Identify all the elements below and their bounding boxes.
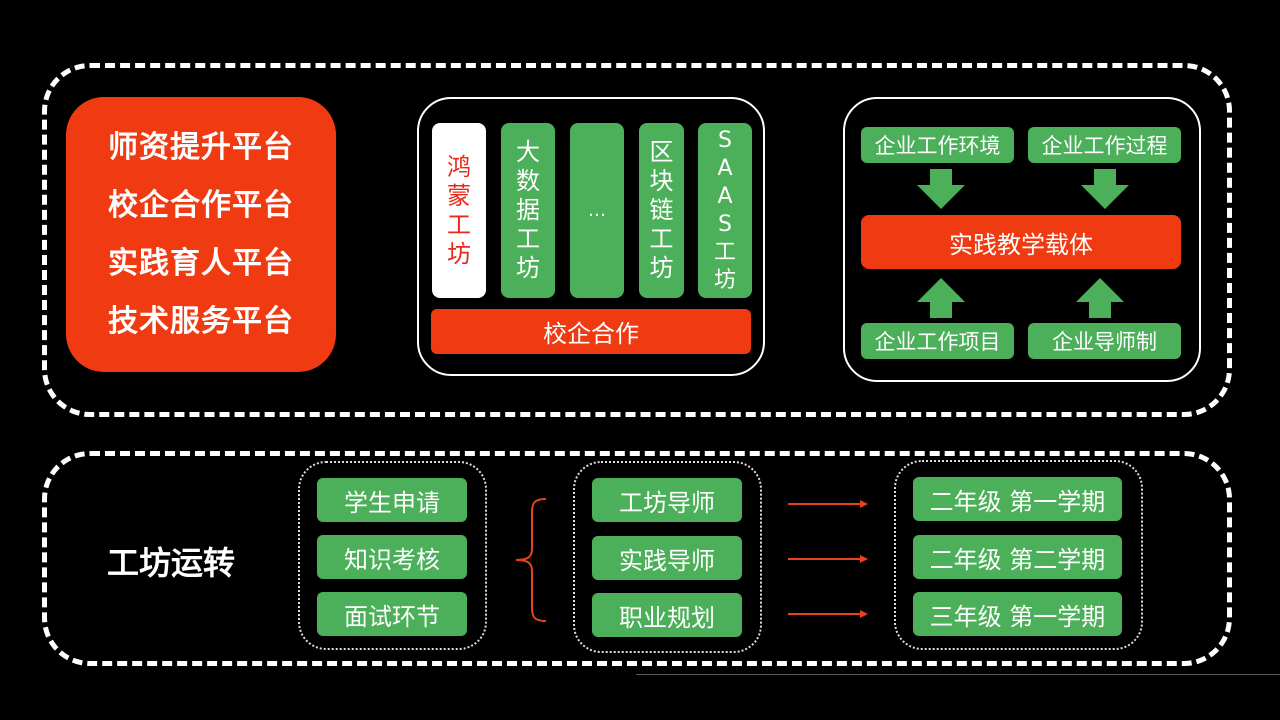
step-interview: 面试环节	[317, 592, 467, 636]
arrow-right-icon	[788, 500, 868, 508]
terms-frame	[894, 460, 1143, 650]
platform-1: 师资提升平台	[108, 129, 294, 165]
arrow-up-icon	[1076, 278, 1124, 318]
enterprise-environment: 企业工作环境	[861, 127, 1014, 163]
arrow-down-icon	[917, 169, 965, 209]
enterprise-process: 企业工作过程	[1028, 127, 1181, 163]
steps-frame	[298, 461, 487, 650]
step-exam: 知识考核	[317, 535, 467, 579]
brace-icon	[515, 498, 547, 622]
platform-4: 技术服务平台	[108, 303, 294, 339]
mentor-workshop: 工坊导师	[592, 478, 742, 522]
top-frame	[42, 63, 1232, 417]
step-apply: 学生申请	[317, 478, 467, 522]
arrow-up-icon	[917, 278, 965, 318]
mentor-practice: 实践导师	[592, 536, 742, 580]
teaching-carrier: 实践教学载体	[861, 215, 1181, 269]
school-enterprise-bar: 校企合作	[431, 309, 751, 354]
mentors-frame	[573, 461, 762, 653]
workshop-ellipsis: …	[570, 123, 624, 298]
carrier-frame	[843, 97, 1201, 382]
platform-2: 校企合作平台	[108, 187, 294, 223]
term-2: 二年级 第二学期	[913, 535, 1122, 579]
arrow-right-icon	[788, 610, 868, 618]
mentor-career: 职业规划	[592, 593, 742, 637]
workshops-frame	[417, 97, 765, 376]
arrow-down-icon	[1081, 169, 1129, 209]
platform-3: 实践育人平台	[108, 245, 294, 281]
workshop-hongmeng: 鸿蒙工坊	[432, 123, 486, 298]
operation-title: 工坊运转	[107, 544, 236, 582]
platforms-block: 师资提升平台 校企合作平台 实践育人平台 技术服务平台	[66, 97, 336, 372]
enterprise-mentor: 企业导师制	[1028, 323, 1181, 359]
bottom-frame	[42, 451, 1232, 666]
enterprise-project: 企业工作项目	[861, 323, 1014, 359]
term-1: 二年级 第一学期	[913, 477, 1122, 521]
arrow-right-icon	[788, 555, 868, 563]
workshop-bigdata: 大数据工坊	[501, 123, 555, 298]
workshop-blockchain: 区块链工坊	[639, 123, 684, 298]
footer-divider	[636, 674, 1280, 675]
term-3: 三年级 第一学期	[913, 592, 1122, 636]
